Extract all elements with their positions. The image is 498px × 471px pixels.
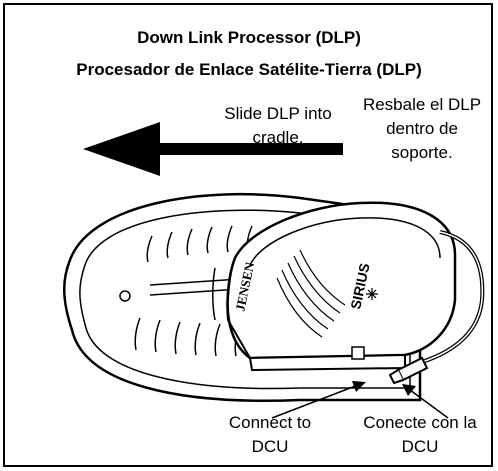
slide-instruction-spanish: Resbale el DLP dentro de soporte. xyxy=(357,93,487,165)
callout-connect-english-line2: DCU xyxy=(251,437,289,456)
slide-direction-arrow xyxy=(83,122,343,176)
sirius-star-icon xyxy=(366,288,378,300)
callout-connect-spanish-line2: DCU xyxy=(401,437,439,456)
title-spanish: Procesador de Enlace Satélite-Tierra (DL… xyxy=(76,60,422,79)
callout-connect-english: Connect to DCU xyxy=(200,411,340,459)
callout-connect-spanish: Conecte con la DCU xyxy=(340,411,498,459)
callout-arrow-conecte xyxy=(402,384,449,419)
dlp-cable xyxy=(388,230,485,385)
slide-instruction-english: Slide DLP into cradle. xyxy=(198,102,358,150)
callout-connect-english-line1: Connect to xyxy=(228,413,312,432)
callout-connect-spanish-line1: Conecte con la xyxy=(363,413,477,432)
callout-arrow-connect xyxy=(271,381,366,419)
slide-instruction-english-text: Slide DLP into cradle. xyxy=(224,104,332,147)
dlp-unit xyxy=(226,201,457,372)
slide-instruction-spanish-text: Resbale el DLP dentro de soporte. xyxy=(362,95,482,162)
title-english: Down Link Processor (DLP) xyxy=(137,28,361,47)
